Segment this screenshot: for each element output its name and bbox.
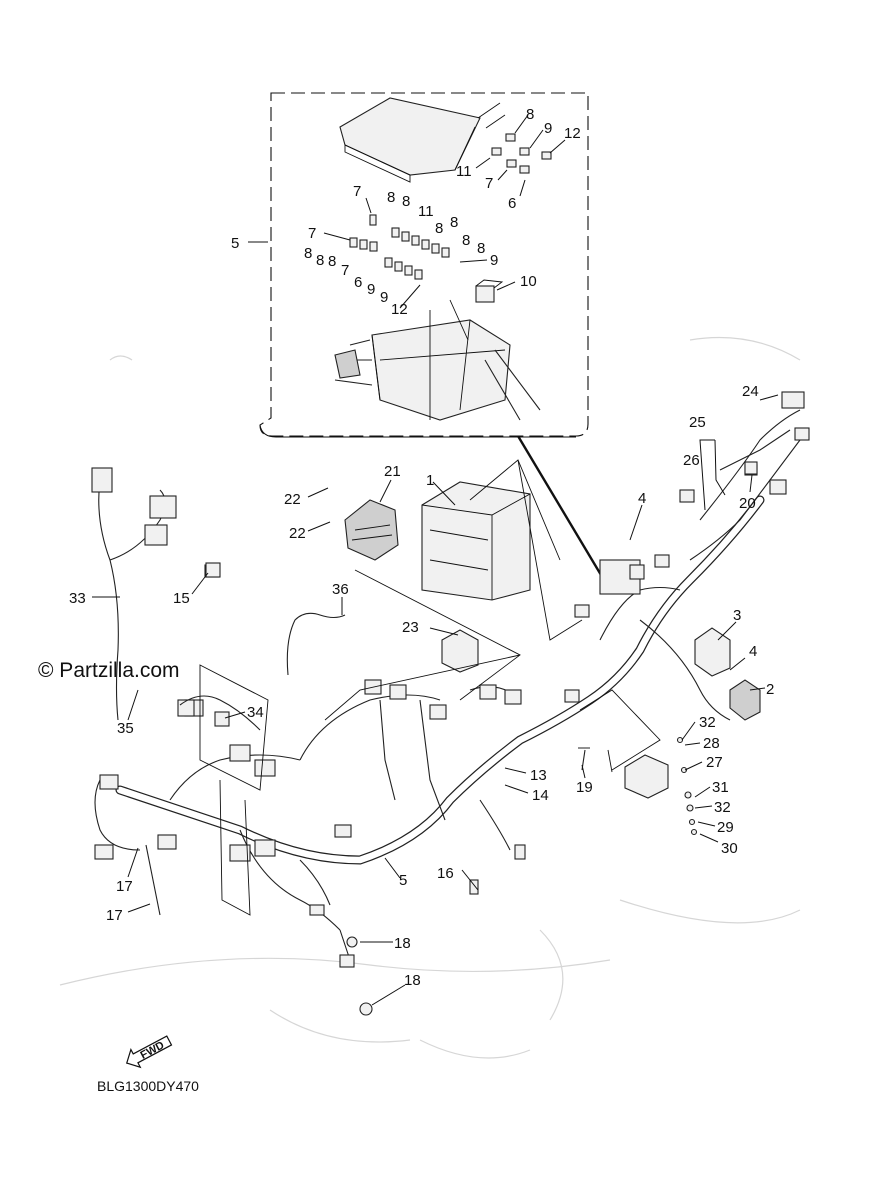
inset-pointer-line	[516, 435, 606, 581]
callout-11: 11	[456, 163, 472, 180]
fwd-label: FWD	[139, 1039, 167, 1061]
callout-7: 7	[341, 262, 349, 279]
battery	[421, 481, 531, 601]
callout-3: 3	[733, 607, 741, 624]
callout-22: 22	[284, 491, 301, 508]
relay-10	[475, 279, 504, 303]
fuse-cluster-top	[477, 102, 552, 174]
callout-8: 8	[462, 232, 470, 249]
callout-30: 30	[721, 840, 738, 857]
part-3-box	[694, 627, 731, 677]
callout-32: 32	[699, 714, 716, 731]
fuse-box-body	[334, 299, 541, 421]
ghost-frame-outline	[59, 336, 801, 1059]
callout-8: 8	[328, 253, 336, 270]
main-wire-harness	[94, 409, 801, 961]
callout-6: 6	[508, 195, 516, 212]
callout-8: 8	[304, 245, 312, 262]
callout-35: 35	[117, 720, 134, 737]
relay-23	[441, 629, 479, 673]
callout-2: 2	[766, 681, 774, 698]
callout-9: 9	[380, 289, 388, 306]
part-27-box	[624, 754, 669, 799]
callout-4: 4	[749, 643, 757, 660]
callout-21: 21	[384, 463, 401, 480]
callout-17: 17	[106, 907, 123, 924]
fuse-row-inset	[349, 214, 450, 280]
diagram-code: BLG1300DY470	[97, 1078, 199, 1094]
watermark-text: © Partzilla.com	[38, 659, 180, 682]
regulator-21	[344, 499, 399, 561]
callout-36: 36	[332, 581, 349, 598]
callout-6: 6	[354, 274, 362, 291]
callout-1: 1	[426, 472, 434, 489]
callout-28: 28	[703, 735, 720, 752]
callout-8: 8	[316, 252, 324, 269]
callout-7: 7	[308, 225, 316, 242]
cable-tie-17	[145, 844, 161, 916]
callout-leaders	[92, 114, 779, 1006]
callout-12: 12	[391, 301, 408, 318]
callout-8: 8	[450, 214, 458, 231]
callout-8: 8	[477, 240, 485, 257]
callout-27: 27	[706, 754, 723, 771]
callout-34: 34	[247, 704, 264, 721]
callout-labels: 8 9 12 11 7 6 7 8 8 11 7 8 8 8 8 8 9 8 8…	[69, 106, 774, 989]
clips	[205, 461, 758, 771]
callout-10: 10	[520, 273, 537, 290]
callout-22: 22	[289, 525, 306, 542]
callout-23: 23	[402, 619, 419, 636]
callout-26: 26	[683, 452, 700, 469]
leader-frames	[199, 459, 661, 916]
callout-15: 15	[173, 590, 190, 607]
callout-7: 7	[353, 183, 361, 200]
callout-9: 9	[367, 281, 375, 298]
callout-8: 8	[387, 189, 395, 206]
callout-16: 16	[437, 865, 454, 882]
callout-33: 33	[69, 590, 86, 607]
callout-5: 5	[231, 235, 239, 252]
callout-8: 8	[402, 193, 410, 210]
callout-17: 17	[116, 878, 133, 895]
callout-9: 9	[490, 252, 498, 269]
fuse-box-cover	[339, 97, 481, 183]
callout-14: 14	[532, 787, 549, 804]
callout-31: 31	[712, 779, 729, 796]
callout-8: 8	[435, 220, 443, 237]
callout-5: 5	[399, 872, 407, 889]
callout-24: 24	[742, 383, 759, 400]
callout-13: 13	[530, 767, 547, 784]
callout-4: 4	[638, 490, 646, 507]
ring-terminals	[346, 936, 373, 1016]
callout-32: 32	[714, 799, 731, 816]
callout-12: 12	[564, 125, 581, 142]
callout-18: 18	[394, 935, 411, 952]
forward-arrow: FWD	[126, 1035, 173, 1069]
callout-18: 18	[404, 972, 421, 989]
callout-20: 20	[739, 495, 756, 512]
callout-25: 25	[689, 414, 706, 431]
callout-11: 11	[418, 203, 434, 220]
callout-7: 7	[485, 175, 493, 192]
callout-8: 8	[526, 106, 534, 123]
fastener-stack	[676, 736, 698, 836]
sensor-36-cable	[286, 612, 346, 676]
part-2-connector	[729, 679, 761, 721]
callout-29: 29	[717, 819, 734, 836]
part-34-group	[177, 695, 261, 731]
harness-connectors	[94, 391, 810, 968]
callout-9: 9	[544, 120, 552, 137]
callout-19: 19	[576, 779, 593, 796]
fuse-box-detail-frame	[259, 92, 589, 438]
